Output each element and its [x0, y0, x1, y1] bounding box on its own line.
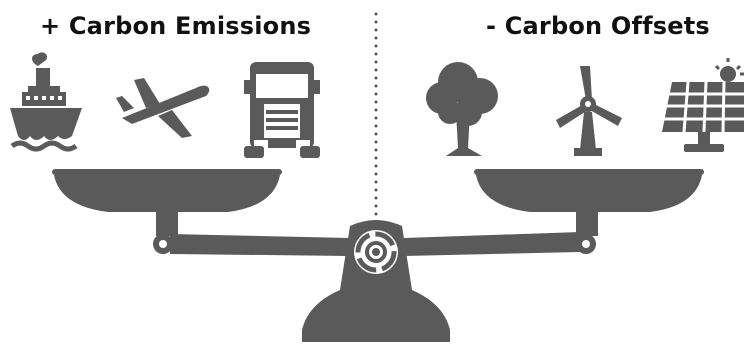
carbon-emissions-heading: + Carbon Emissions [40, 12, 312, 40]
scale-beam [170, 234, 350, 256]
balance-scale [52, 169, 704, 342]
wind-turbine-icon [556, 66, 622, 156]
left-pan [52, 169, 282, 254]
tree-icon [426, 62, 498, 156]
carbon-offsets-heading: - Carbon Offsets [486, 12, 710, 40]
scale-base [302, 220, 450, 342]
airplane-icon [116, 78, 210, 138]
solar-panel-icon [662, 58, 744, 152]
right-pan [474, 169, 704, 254]
ship-icon [10, 52, 82, 152]
truck-icon [244, 62, 320, 158]
